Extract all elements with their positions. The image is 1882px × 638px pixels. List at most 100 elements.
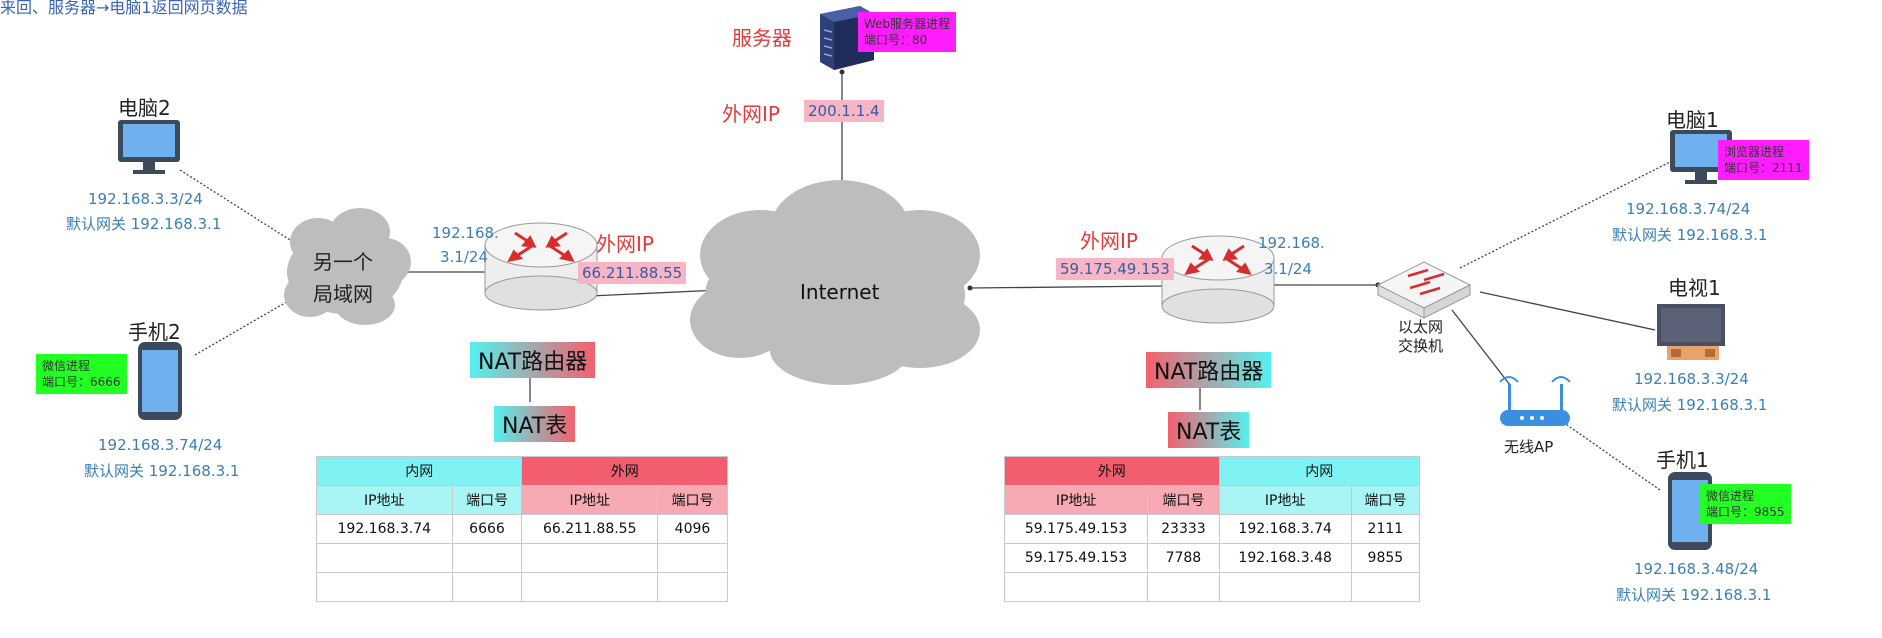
table-cell: 192.168.3.74: [1218, 514, 1352, 544]
phone1-ip: 192.168.3.48/24: [1634, 560, 1759, 578]
table-row: 192.168.3.74 6666 66.211.88.55 4096: [316, 514, 728, 544]
table-cell: [521, 572, 658, 602]
server-label: 服务器: [732, 26, 792, 50]
pc2-icon: [118, 120, 180, 174]
link-switch-pc1: [1459, 161, 1671, 269]
phone1-name: 手机1: [1656, 448, 1709, 472]
table-cell: 192.168.3.48: [1218, 543, 1352, 573]
table-cell: 2111: [1350, 514, 1421, 544]
table-cell: 192.168.3.74: [316, 514, 453, 544]
table-cell: 4096: [657, 514, 728, 544]
table-cell: [316, 543, 453, 573]
phone1-process-port: 端口号：9855: [1706, 505, 1785, 519]
table-cell: 9855: [1350, 543, 1421, 573]
table-row: 59.175.49.153 7788 192.168.3.48 9855: [1003, 543, 1421, 573]
right-nat-table-label: NAT表: [1168, 412, 1250, 448]
right-router-name: NAT路由器: [1146, 352, 1272, 388]
tv1-icon: [1657, 304, 1725, 360]
lan-cloud: [284, 208, 411, 325]
links: [179, 72, 1671, 491]
link-internet-right-router: [969, 285, 1171, 289]
phone1-process-box: 微信进程 端口号：9855: [1700, 484, 1791, 524]
right-table-header: IP地址: [1218, 485, 1352, 515]
table-cell: [1350, 572, 1421, 602]
server-wan-label: 外网IP: [722, 102, 780, 126]
table-cell: 59.175.49.153: [1003, 514, 1149, 544]
tv1-name: 电视1: [1668, 276, 1721, 300]
phone2-ip: 192.168.3.74/24: [98, 436, 223, 454]
link-left-router-internet: [589, 289, 721, 297]
internet-label: Internet: [800, 280, 880, 304]
left-router-wan-ip: 66.211.88.55: [578, 262, 687, 284]
link-ap-phone1: [1559, 419, 1661, 491]
lan-cloud-line2: 局域网: [313, 282, 373, 306]
phone2-process-name: 微信进程: [42, 359, 91, 373]
switch-label-line2: 交换机: [1398, 337, 1444, 355]
ap-label: 无线AP: [1504, 438, 1554, 456]
table-cell: [316, 572, 453, 602]
table-cell: 66.211.88.55: [521, 514, 658, 544]
left-table-group-inner: 内网: [315, 456, 523, 486]
left-nat-table-label: NAT表: [494, 406, 576, 442]
tv1-gateway: 默认网关 192.168.3.1: [1612, 396, 1768, 414]
link-pc2-lan: [179, 169, 291, 241]
left-router-name: NAT路由器: [470, 342, 596, 378]
server-process-port: 端口号：80: [864, 33, 928, 47]
server-wan-ip: 200.1.1.4: [804, 100, 884, 122]
phone2-process-box: 微信进程 端口号：6666: [36, 354, 127, 394]
phone1-process-name: 微信进程: [1706, 489, 1755, 503]
phone2-icon: [138, 342, 182, 420]
table-cell: [451, 572, 523, 602]
left-table-header: IP地址: [521, 485, 658, 515]
left-table-header: IP地址: [316, 485, 453, 515]
table-row: [316, 572, 728, 602]
right-router-icon: [1161, 235, 1275, 324]
phone2-name: 手机2: [128, 320, 181, 344]
top-caption: 来回、服务器→电脑1返回网页数据: [0, 0, 248, 17]
right-nat-table: 外网 内网 IP地址 端口号 IP地址 端口号 59.175.49.153 23…: [1003, 456, 1421, 602]
table-cell: 59.175.49.153: [1003, 543, 1149, 573]
wireless-ap-icon: [1499, 376, 1571, 426]
table-cell: 6666: [451, 514, 523, 544]
switch-icon: [1376, 261, 1472, 319]
lan-cloud-line1: 另一个: [313, 250, 373, 274]
table-row: [1003, 572, 1421, 602]
right-table-group-outer: 外网: [1004, 456, 1220, 486]
left-table-group-outer: 外网: [521, 456, 728, 486]
pc1-ip: 192.168.3.74/24: [1626, 200, 1751, 218]
table-cell: [1003, 572, 1149, 602]
table-row: [316, 543, 728, 573]
right-router-lan-ip-line1: 192.168.: [1258, 234, 1325, 252]
server-process-name: Web服务器进程: [864, 17, 951, 31]
right-table-header: 端口号: [1350, 485, 1421, 515]
switch-label-line1: 以太网: [1398, 318, 1444, 336]
table-cell: 7788: [1147, 543, 1220, 573]
pc2-ip: 192.168.3.3/24: [88, 190, 203, 208]
left-nat-table: 内网 外网 IP地址 端口号 IP地址 端口号 192.168.3.74 666…: [315, 456, 728, 602]
right-table-header: IP地址: [1003, 485, 1149, 515]
pc1-name: 电脑1: [1666, 108, 1719, 132]
left-router-lan-ip-line2: 3.1/24: [440, 248, 488, 266]
left-router-icon: [484, 222, 598, 311]
pc1-process-name: 浏览器进程: [1724, 145, 1785, 159]
internet-cloud: [690, 180, 980, 385]
server-process-box: Web服务器进程 端口号：80: [858, 12, 957, 52]
right-router-wan-label: 外网IP: [1080, 229, 1138, 253]
link-switch-ap: [1451, 309, 1511, 386]
phone1-gateway: 默认网关 192.168.3.1: [1616, 586, 1772, 604]
table-cell: [657, 572, 728, 602]
left-table-header: 端口号: [451, 485, 523, 515]
pc2-gateway: 默认网关 192.168.3.1: [66, 215, 222, 233]
phone2-process-port: 端口号：6666: [42, 375, 121, 389]
pc1-process-box: 浏览器进程 端口号：2111: [1718, 140, 1809, 180]
table-cell: [657, 543, 728, 573]
table-cell: [1218, 572, 1352, 602]
right-table-group-inner: 内网: [1218, 456, 1421, 486]
right-table-header: 端口号: [1147, 485, 1220, 515]
table-cell: [1147, 572, 1220, 602]
left-router-lan-ip-line1: 192.168.: [432, 224, 499, 242]
left-router-wan-label: 外网IP: [596, 232, 654, 256]
pc1-gateway: 默认网关 192.168.3.1: [1612, 226, 1768, 244]
tv1-ip: 192.168.3.3/24: [1634, 370, 1749, 388]
